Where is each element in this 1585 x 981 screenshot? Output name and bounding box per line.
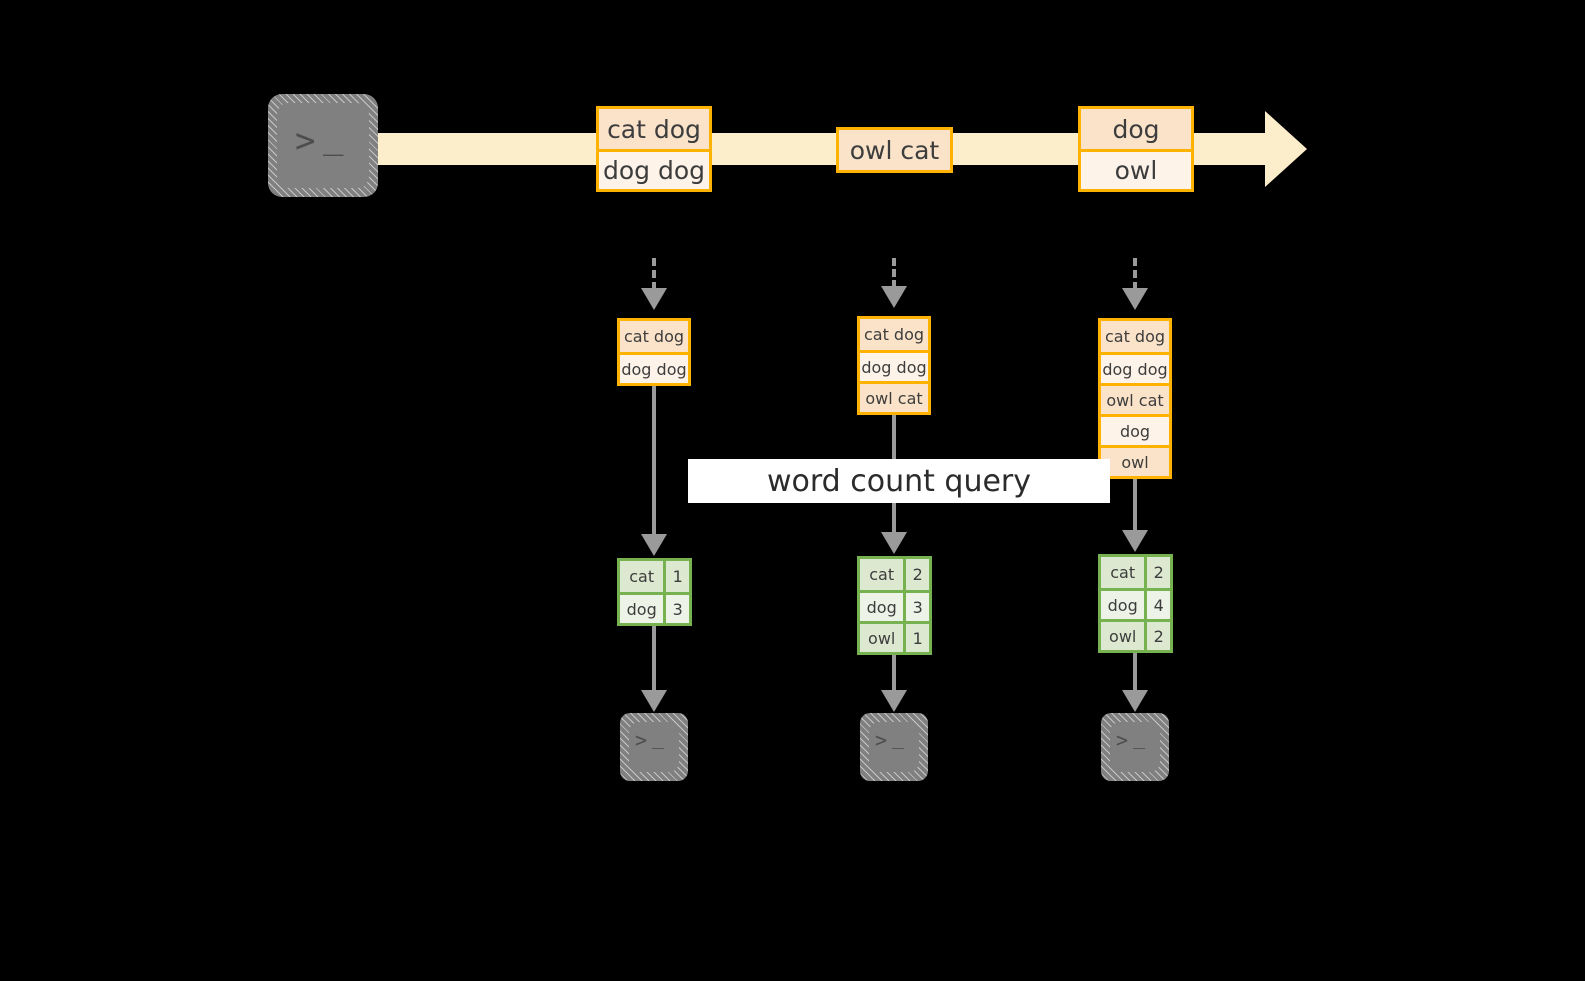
stream-record-box[interactable]: cat dog dog dog <box>596 106 712 192</box>
output-arrow-3 <box>1133 653 1137 692</box>
snapshot-trigger-arrow-head-3 <box>1122 288 1148 310</box>
output-arrow-2 <box>892 655 896 692</box>
terminal-screen <box>869 722 919 772</box>
result-count: 1 <box>663 561 689 592</box>
terminal-cursor-glyph: _ <box>892 725 905 749</box>
output-arrow-head-1 <box>641 690 667 712</box>
buffer-cell: owl cat <box>1101 383 1169 414</box>
query-banner: word count query <box>688 459 1110 503</box>
snapshot-trigger-arrow-head-1 <box>641 288 667 310</box>
result-count: 1 <box>903 624 929 652</box>
snapshot-trigger-arrow-3 <box>1133 258 1137 290</box>
result-count: 2 <box>1144 622 1170 650</box>
buffer-cell: cat dog <box>860 319 928 350</box>
buffer-cell: cat dog <box>620 321 688 352</box>
result-count: 2 <box>1144 557 1170 588</box>
result-table-2[interactable]: cat 2 dog 3 owl 1 <box>857 556 932 655</box>
sink-terminal-icon-3[interactable]: > _ <box>1101 713 1169 781</box>
terminal-prompt-glyph: > <box>635 728 648 752</box>
result-row: owl 2 <box>1101 619 1170 650</box>
result-count: 2 <box>903 559 929 590</box>
stream-record-cell: dog dog <box>599 149 709 189</box>
buffer-cell: owl <box>1101 445 1169 476</box>
query-arrow-head-1 <box>641 534 667 556</box>
stream-record-cell: cat dog <box>599 109 709 149</box>
stream-arrow-head <box>1265 111 1307 187</box>
result-table-3[interactable]: cat 2 dog 4 owl 2 <box>1098 554 1173 653</box>
buffer-cell: dog dog <box>860 350 928 381</box>
sink-terminal-icon-1[interactable]: > _ <box>620 713 688 781</box>
result-row: dog 3 <box>620 592 689 623</box>
terminal-cursor-glyph: _ <box>323 117 344 157</box>
buffer-cell: dog dog <box>1101 352 1169 383</box>
query-arrow-head-2 <box>881 532 907 554</box>
buffer-box-2[interactable]: cat dog dog dog owl cat <box>857 316 931 415</box>
terminal-screen <box>1110 722 1160 772</box>
buffer-cell: dog <box>1101 414 1169 445</box>
query-arrow-1 <box>652 386 656 536</box>
result-word: dog <box>866 597 897 617</box>
result-row: owl 1 <box>860 621 929 652</box>
result-table-1[interactable]: cat 1 dog 3 <box>617 558 692 626</box>
result-word: owl <box>868 628 896 648</box>
result-word: owl <box>1109 626 1137 646</box>
query-arrow-3 <box>1133 479 1137 534</box>
buffer-cell: cat dog <box>1101 321 1169 352</box>
query-banner-label: word count query <box>766 463 1032 499</box>
snapshot-trigger-arrow-2 <box>892 258 896 288</box>
stream-record-box[interactable]: owl cat <box>836 127 953 173</box>
snapshot-trigger-arrow-head-2 <box>881 286 907 308</box>
stream-record-cell: owl <box>1081 149 1191 189</box>
result-count: 3 <box>903 593 929 621</box>
result-count: 3 <box>663 595 689 623</box>
stream-record-cell: owl cat <box>839 130 950 170</box>
terminal-prompt-glyph: > <box>875 728 888 752</box>
output-arrow-head-2 <box>881 690 907 712</box>
sink-terminal-icon-2[interactable]: > _ <box>860 713 928 781</box>
result-word: cat <box>869 565 895 584</box>
buffer-cell: owl cat <box>860 381 928 412</box>
terminal-prompt-glyph: > <box>295 121 316 161</box>
buffer-box-1[interactable]: cat dog dog dog <box>617 318 691 386</box>
output-arrow-1 <box>652 626 656 692</box>
query-arrow-head-3 <box>1122 530 1148 552</box>
result-row: cat 2 <box>860 559 929 590</box>
terminal-cursor-glyph: _ <box>1133 725 1146 749</box>
output-arrow-head-3 <box>1122 690 1148 712</box>
result-word: dog <box>1107 595 1138 615</box>
result-word: cat <box>1110 563 1136 582</box>
buffer-box-3[interactable]: cat dog dog dog owl cat dog owl <box>1098 318 1172 479</box>
result-row: cat 1 <box>620 561 689 592</box>
result-word: cat <box>629 567 655 586</box>
terminal-screen <box>629 722 679 772</box>
buffer-cell: dog dog <box>620 352 688 383</box>
stream-record-cell: dog <box>1081 109 1191 149</box>
result-count: 4 <box>1144 591 1170 619</box>
terminal-screen <box>277 103 369 188</box>
result-word: dog <box>626 599 657 619</box>
terminal-cursor-glyph: _ <box>652 725 665 749</box>
result-row: dog 4 <box>1101 588 1170 619</box>
stream-record-box[interactable]: dog owl <box>1078 106 1194 192</box>
snapshot-trigger-arrow-1 <box>652 258 656 290</box>
terminal-prompt-glyph: > <box>1116 728 1129 752</box>
result-row: dog 3 <box>860 590 929 621</box>
result-row: cat 2 <box>1101 557 1170 588</box>
source-terminal-icon[interactable]: > _ <box>268 94 378 197</box>
